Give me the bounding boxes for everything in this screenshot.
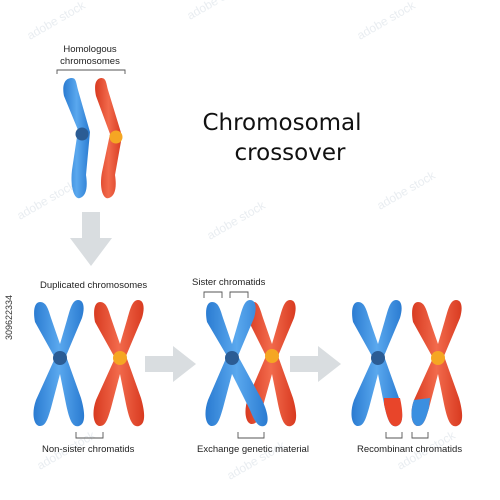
non-sister-label: Non-sister chromatids [42, 444, 135, 455]
right-arrow-2 [290, 346, 341, 382]
watermark-text: adobe stock [25, 0, 89, 43]
stock-id: 309622334 [4, 295, 14, 340]
exchange-chromosome-blue [205, 300, 268, 427]
non-sister-bracket [75, 432, 104, 439]
watermark-text: adobe stock [185, 0, 249, 23]
duplicated-label: Duplicated chromosomes [40, 280, 147, 291]
centromere-orange [265, 349, 279, 363]
sister-bracket-right [229, 291, 249, 298]
homologous-chromosome-blue [63, 78, 90, 199]
sister-bracket-left [203, 291, 223, 298]
watermark-text: adobe stock [355, 0, 419, 43]
recombinant-chromosome-red [411, 300, 463, 427]
centromere-orange [109, 130, 123, 144]
right-arrow-1 [145, 346, 196, 382]
homologous-label-line-1: Homologous [63, 44, 117, 55]
recombinant-label: Recombinant chromatids [357, 444, 462, 455]
watermark-text: adobe stock [205, 198, 269, 243]
homologous-chromosome-red [95, 78, 123, 199]
recombinant-chromosome-blue [351, 300, 403, 427]
exchange-label: Exchange genetic material [197, 444, 309, 455]
recombinant-bracket-left [385, 432, 403, 439]
down-arrow [70, 212, 112, 266]
exchange-bracket [237, 432, 265, 439]
watermark-text: adobe stock [375, 168, 439, 213]
duplicated-chromosome-blue [33, 300, 85, 427]
centromere-orange [431, 351, 445, 365]
duplicated-chromosome-red [93, 300, 145, 427]
title-line-1: Chromosomal [202, 110, 361, 136]
centromere-orange [113, 351, 127, 365]
recombinant-segment-blue [411, 398, 430, 426]
centromere-blue [75, 127, 89, 141]
homologous-label-line-2: chromosomes [60, 56, 120, 67]
centromere-blue [371, 351, 385, 365]
title-line-2: crossover [235, 140, 346, 166]
centromere-blue [53, 351, 67, 365]
watermark-text: adobe stock [15, 178, 79, 223]
centromere-blue [225, 351, 239, 365]
sister-label: Sister chromatids [192, 277, 266, 288]
homologous-bracket [56, 69, 126, 74]
recombinant-segment-red [384, 398, 403, 427]
recombinant-bracket-right [411, 432, 429, 439]
